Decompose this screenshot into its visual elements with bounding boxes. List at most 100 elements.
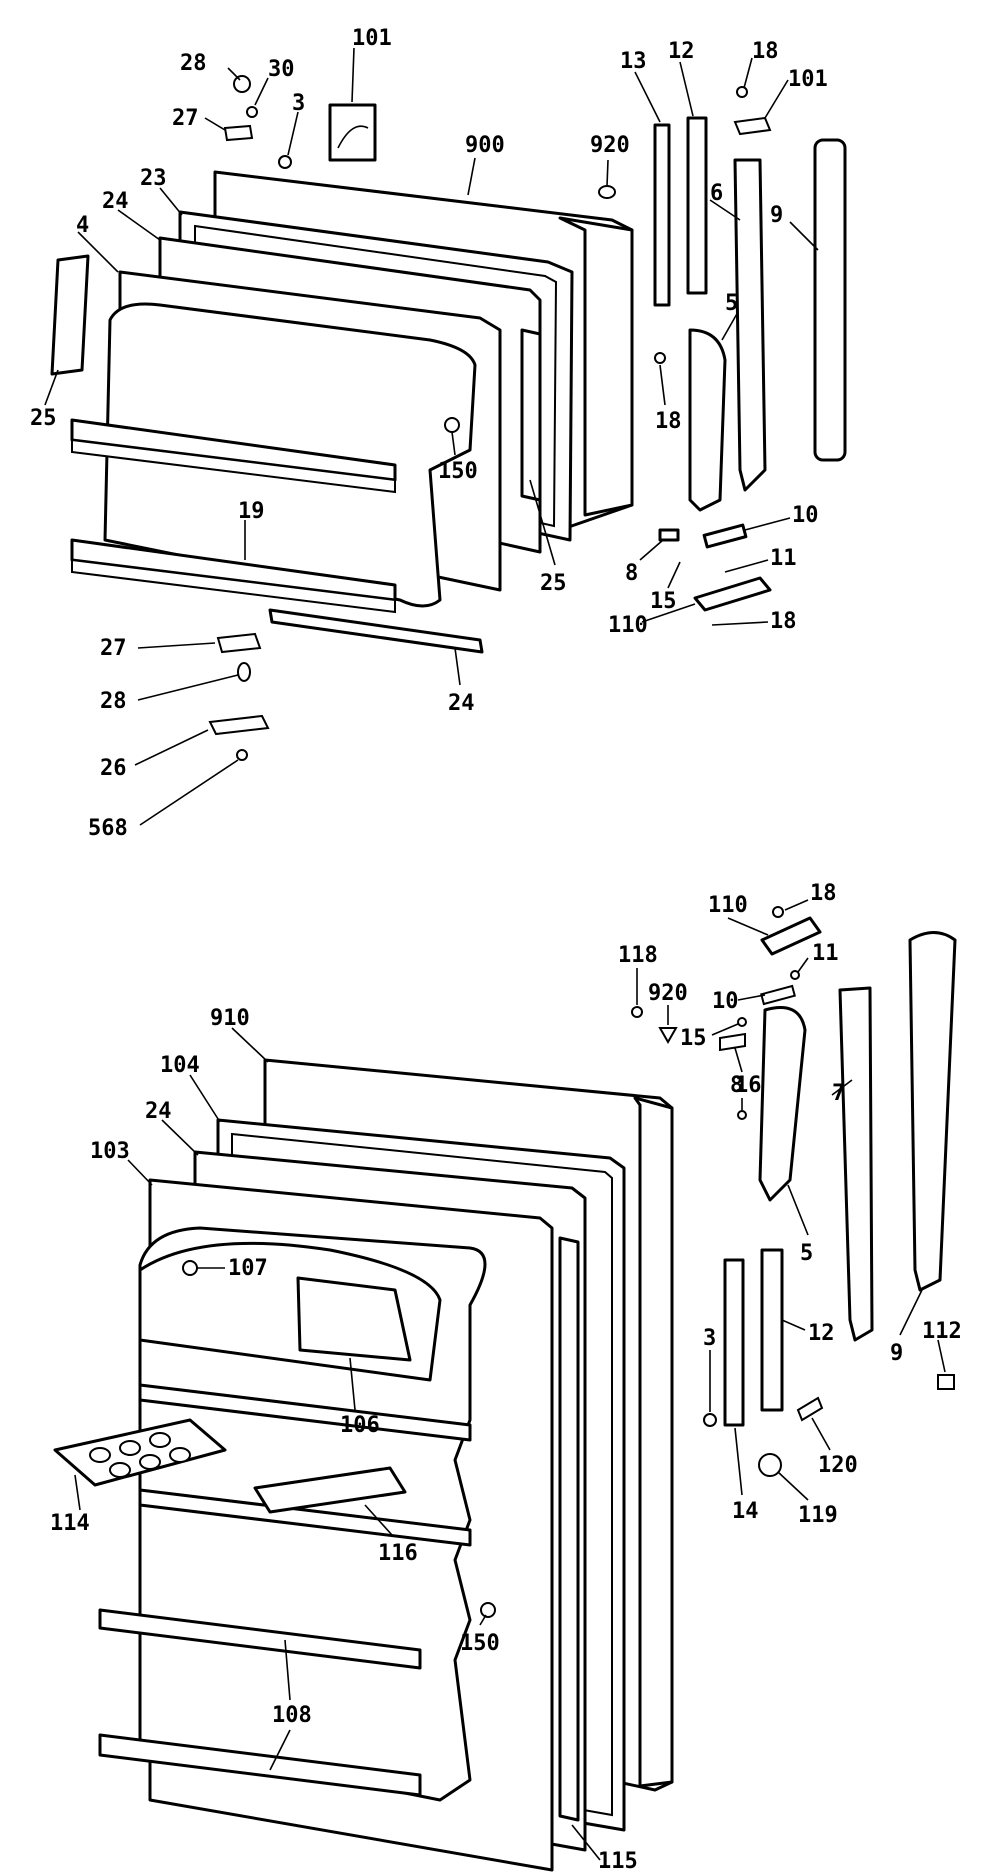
lower-door-outer-edge: [633, 1096, 674, 1788]
callout-label: 24: [448, 691, 475, 716]
callout-label: 108: [272, 1703, 312, 1728]
callout-label: 18: [770, 609, 797, 634]
callout-label: 101: [352, 26, 392, 51]
callout-label: 150: [460, 1631, 500, 1656]
plug-920-lower: [658, 1027, 678, 1045]
end-cap-5: [688, 328, 727, 512]
bushing-8: [658, 528, 680, 542]
trim-strip-115: [558, 1236, 580, 1822]
callout-label: 18: [810, 881, 837, 906]
plug-150: [444, 417, 460, 433]
callout-label: 12: [808, 1321, 835, 1346]
callout-label: 900: [465, 133, 505, 158]
callout-label: 114: [50, 1511, 90, 1536]
callout-label: 119: [798, 1503, 838, 1528]
callout-label: 10: [712, 989, 739, 1014]
callout-label: 19: [238, 499, 265, 524]
hinge-bracket-6: [733, 158, 767, 492]
hinge-110-lower: [760, 916, 822, 956]
ring-112: [937, 1374, 955, 1390]
dial-control-grip: [337, 125, 369, 149]
callout-label: 16: [735, 1073, 762, 1098]
strip-12: [686, 116, 708, 295]
callout-label: 5: [725, 291, 738, 316]
screw-3: [278, 155, 292, 169]
callout-label: 910: [210, 1006, 250, 1031]
lower-door-assembly: [53, 906, 957, 1872]
handle-9: [813, 138, 847, 462]
callout-label: 107: [228, 1256, 268, 1281]
callout-label: 11: [770, 546, 797, 571]
lower-callout-labels: 110 18 118 920 11 10 15 8 910 104 24 103…: [50, 881, 962, 1874]
callout-label: 18: [655, 409, 682, 434]
dial-control-101: [328, 103, 377, 162]
callout-label: 24: [145, 1099, 172, 1124]
callout-label: 7: [832, 1081, 845, 1106]
spacer-28-bottom: [237, 662, 251, 682]
dairy-door-106: [296, 1276, 412, 1362]
callout-label: 30: [268, 57, 295, 82]
callout-label: 920: [648, 981, 688, 1006]
strip-14: [723, 1258, 745, 1427]
screw-3-lower: [703, 1413, 717, 1427]
callout-label: 8: [625, 561, 638, 586]
callout-label: 116: [378, 1541, 418, 1566]
lower-shelf-2: [138, 1488, 472, 1547]
callout-label: 103: [90, 1139, 130, 1164]
callout-label: 8: [730, 1073, 743, 1098]
screw-16: [737, 1110, 747, 1120]
screw-568: [236, 749, 248, 761]
lower-shelf-4: [98, 1733, 422, 1797]
strip-13: [653, 123, 671, 307]
callout-label: 104: [160, 1053, 200, 1078]
bracket-26: [208, 714, 270, 736]
callout-label: 23: [140, 166, 167, 191]
hinge-110: [693, 576, 772, 612]
upper-door-assembly: [50, 75, 847, 761]
clip-27: [223, 124, 254, 142]
dairy-knob-107: [182, 1260, 198, 1276]
callout-label: 106: [340, 1413, 380, 1438]
door-side-trim-left: [50, 254, 90, 376]
callout-label: 9: [770, 203, 783, 228]
hinge-pin-10: [702, 523, 748, 549]
callout-label: 115: [598, 1849, 638, 1874]
callout-label: 6: [710, 181, 723, 206]
callout-label: 118: [618, 943, 658, 968]
screw-118: [631, 1006, 643, 1018]
callout-label: 27: [172, 106, 199, 131]
callout-label: 3: [292, 91, 305, 116]
screw-120: [796, 1396, 824, 1422]
door-side-trim-right: [520, 328, 542, 502]
callout-label: 110: [708, 893, 748, 918]
callout-label: 920: [590, 133, 630, 158]
hinge-pin-10-lower: [760, 984, 796, 1006]
callout-label: 25: [540, 571, 567, 596]
callout-label: 14: [732, 1499, 759, 1524]
callout-label: 15: [680, 1026, 707, 1051]
lower-callout-leaders: [74, 899, 946, 1861]
callout-label: 12: [668, 39, 695, 64]
strip-12-lower: [760, 1248, 784, 1412]
plug-150-lower: [480, 1602, 496, 1618]
callout-label: 26: [100, 756, 127, 781]
callout-label: 3: [703, 1326, 716, 1351]
bushing-8-lower: [719, 1032, 746, 1052]
callout-label: 112: [922, 1319, 962, 1344]
callout-label: 5: [800, 1241, 813, 1266]
callout-label: 28: [180, 51, 207, 76]
egg-cups: [89, 1432, 191, 1478]
roller-119: [758, 1453, 782, 1477]
upper-callout-leaders: [44, 47, 819, 826]
handle-9-lower: [908, 931, 957, 1292]
screw-30: [246, 106, 258, 118]
hinge-cover-101: [733, 116, 772, 136]
screw-18-top: [736, 86, 748, 98]
callout-label: 27: [100, 636, 127, 661]
screw-28: [233, 75, 251, 93]
callout-label: 150: [438, 459, 478, 484]
callout-label: 28: [100, 689, 127, 714]
screw-18-mid: [654, 352, 666, 364]
hinge-bracket-7: [838, 986, 874, 1342]
